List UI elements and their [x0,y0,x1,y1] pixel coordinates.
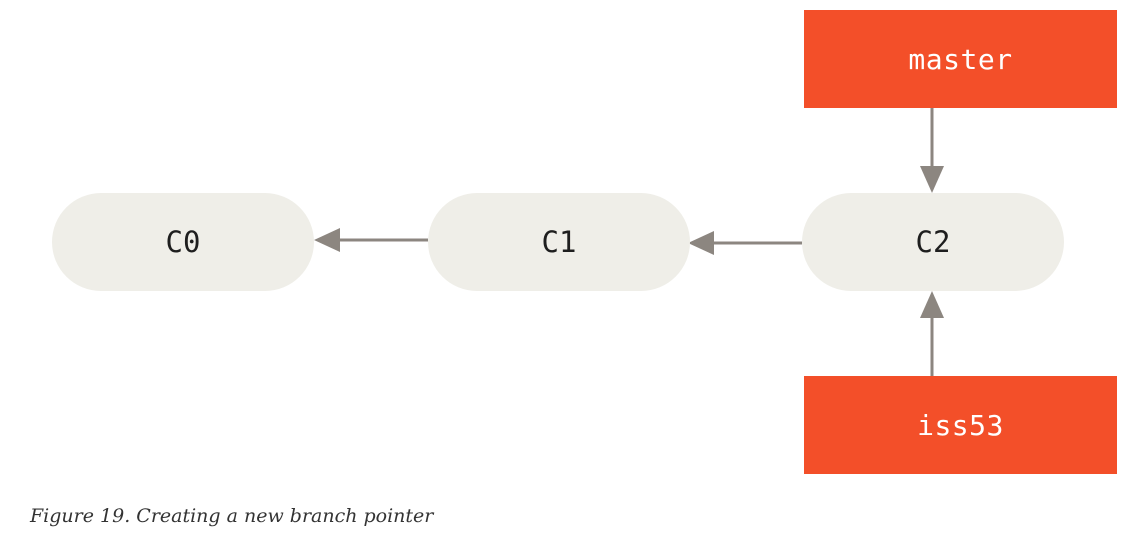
figure-caption: Figure 19. Creating a new branch pointer [30,505,434,527]
arrowhead-c0 [314,228,340,252]
branch-diagram: C0 C1 C2 master iss53 [52,10,1117,474]
commit-label: C1 [541,225,577,259]
commit-label: C2 [915,225,951,259]
arrowhead-c2-top [920,166,944,193]
branch-iss53: iss53 [804,376,1117,474]
arrowhead-c1 [688,231,714,255]
commit-c0: C0 [52,193,314,291]
branch-label: master [908,42,1013,76]
branch-master: master [804,10,1117,108]
commit-c2: C2 [802,193,1064,291]
branch-label: iss53 [917,408,1004,442]
commit-c1: C1 [428,193,690,291]
commit-label: C0 [165,225,201,259]
arrowhead-c2-bottom [920,291,944,318]
